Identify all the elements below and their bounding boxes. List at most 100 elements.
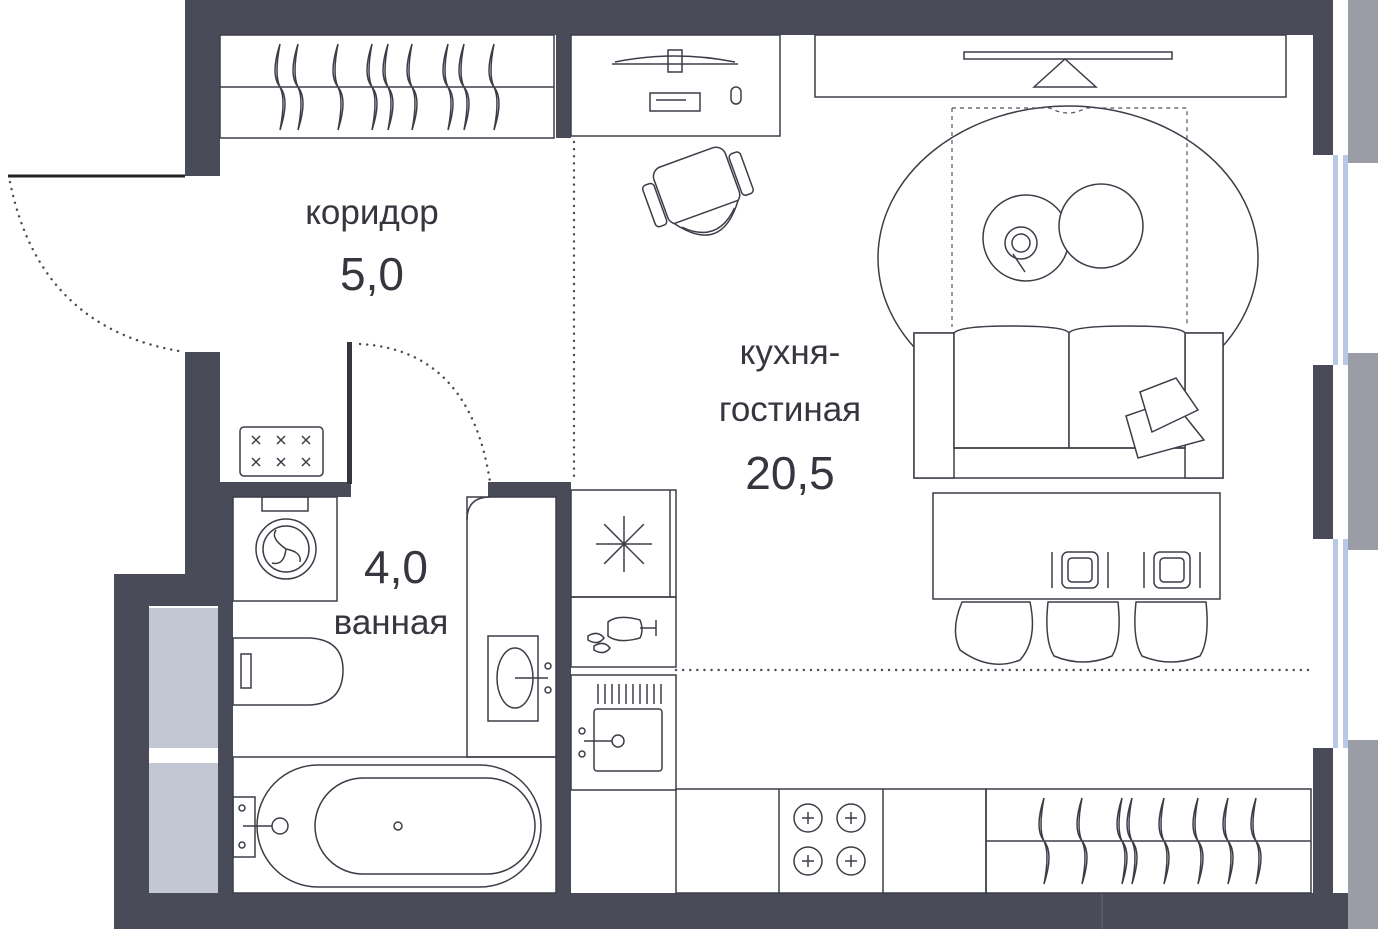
tv-screen <box>963 51 1173 60</box>
burner <box>836 803 866 833</box>
hanger-icon <box>1250 797 1262 885</box>
sofa-arm-left <box>913 332 955 479</box>
sink-drain <box>611 734 625 748</box>
place-setting-1 <box>1051 551 1109 589</box>
dining-chair-2 <box>1046 601 1120 663</box>
plate <box>1061 551 1099 589</box>
grapes-icon <box>587 632 611 654</box>
dining-set <box>932 492 1221 665</box>
dining-table <box>932 492 1221 600</box>
niche-upper <box>149 608 218 748</box>
vanity <box>466 496 557 758</box>
wall-bath-top-left <box>220 482 351 497</box>
hanger-icon <box>1116 797 1128 885</box>
window-1-frame <box>1338 155 1343 365</box>
hanger-icon <box>442 43 454 131</box>
vent-mark <box>301 457 311 467</box>
hanger-icon <box>1076 797 1088 885</box>
cup-inner <box>1011 233 1031 253</box>
facade-gap-2 <box>1348 550 1378 740</box>
wall-right-3 <box>1313 748 1333 898</box>
plate <box>1153 551 1191 589</box>
wall-bath-kitchen <box>556 484 571 893</box>
cup <box>1004 226 1038 260</box>
office-chair <box>641 146 754 236</box>
facade <box>1101 0 1378 929</box>
room-area-corridor: 5,0 <box>340 248 404 300</box>
kitchen <box>570 489 1312 894</box>
wardrobe-hangers <box>274 43 500 131</box>
room-label-kitchen-line2: гостиная <box>719 390 861 429</box>
bathtub-inner <box>314 777 536 875</box>
wall-bottom <box>114 893 1378 929</box>
counter <box>675 788 987 894</box>
washing-machine-drum <box>262 525 310 573</box>
coffee-table-1 <box>982 194 1070 282</box>
wall-right-2 <box>1313 365 1333 539</box>
burner-cross <box>802 812 814 824</box>
chair-arm-right <box>728 151 754 196</box>
burner-cross <box>802 855 814 867</box>
cooktop <box>793 803 866 876</box>
room-area-kitchen: 20,5 <box>745 447 835 499</box>
place-setting-2 <box>1143 551 1201 589</box>
chair-back-line <box>681 207 736 234</box>
hanger-icon <box>292 43 304 131</box>
dining-chair-1 <box>954 601 1034 665</box>
walls <box>114 0 1378 929</box>
burner <box>836 846 866 876</box>
wine-glass-icon <box>607 616 643 642</box>
plate-inner <box>1067 557 1093 583</box>
kitchen-sink <box>593 708 663 772</box>
washbasin-knob <box>544 662 552 670</box>
tv-cabinet-body <box>814 34 1287 98</box>
room-area-bathroom: 4,0 <box>364 541 428 593</box>
chair-arm-left <box>641 182 668 228</box>
dining-chair-3 <box>1134 601 1208 663</box>
vent-mark <box>251 457 261 467</box>
burner <box>793 846 823 876</box>
burner-cross <box>845 812 857 824</box>
hanger-icon <box>1222 797 1234 885</box>
vanity-corner <box>466 496 491 521</box>
snowflake-arm <box>603 523 645 565</box>
radiator-vents <box>251 435 311 467</box>
hanger-icon <box>1158 797 1170 885</box>
vent-mark <box>301 435 311 445</box>
bathtub-drain <box>393 821 403 831</box>
desk <box>570 34 781 137</box>
bathtub <box>256 764 542 888</box>
facade-strip <box>1348 0 1378 929</box>
hanger-icon <box>274 43 286 131</box>
hanger-icon <box>1038 797 1050 885</box>
sink-cabinet <box>570 674 677 791</box>
wall-left-lower <box>114 574 149 929</box>
radiator <box>239 426 324 477</box>
washing-machine-swirl <box>271 529 301 565</box>
sofa-unfold-outline <box>951 107 1188 327</box>
bathroom-door-swing <box>358 342 492 484</box>
door-leaf-bathroom <box>347 342 352 484</box>
sofa <box>913 325 1224 479</box>
tv-cabinet <box>814 34 1287 98</box>
wall-left-upper <box>185 0 220 176</box>
pillow-2 <box>1139 377 1200 434</box>
wardrobe-kitchen-hangers <box>1038 797 1262 885</box>
bathroom <box>232 496 557 894</box>
wall-bath-top-right <box>488 482 571 497</box>
hanger-icon <box>488 43 500 131</box>
monitor <box>612 55 738 65</box>
washbasin-knob <box>544 686 552 694</box>
burner <box>793 803 823 833</box>
tv-stand <box>1032 57 1098 88</box>
bathtub-knob <box>238 841 246 849</box>
niche-lower <box>149 763 218 893</box>
plate-inner <box>1159 557 1185 583</box>
room-label-corridor: коридор <box>305 193 439 232</box>
hanger-icon <box>406 43 418 131</box>
wall-right-1 <box>1313 0 1333 155</box>
bathtub-mixer-panel <box>232 796 256 858</box>
hanger-icon <box>1126 797 1138 885</box>
mouse <box>730 86 742 105</box>
keyboard <box>649 92 701 112</box>
